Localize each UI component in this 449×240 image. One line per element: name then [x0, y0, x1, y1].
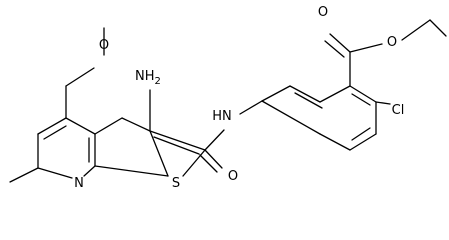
atom-label-ring-sulfur: S	[172, 176, 180, 191]
bond-line	[401, 19, 431, 41]
bond-line	[9, 167, 39, 183]
chemical-structure: N S O NH2 HN O O O Cl	[9, 5, 447, 191]
bond-line	[319, 85, 351, 103]
bond-line	[289, 85, 321, 103]
bond-line	[294, 92, 323, 109]
bond-line	[375, 101, 391, 105]
bond-line	[349, 43, 383, 53]
bond-line	[204, 149, 223, 169]
bond-line	[37, 167, 73, 179]
bond-line	[182, 149, 206, 177]
bond-line	[239, 100, 263, 115]
bond-line	[329, 33, 351, 53]
bond-line	[43, 125, 67, 140]
bond-line	[349, 85, 377, 103]
bond-line	[153, 136, 200, 155]
bond-line	[94, 117, 123, 135]
bond-line	[121, 117, 151, 132]
bond-line	[199, 154, 218, 173]
amino-subscript: 2	[155, 76, 161, 87]
bond-line	[324, 40, 345, 58]
bond-line	[65, 117, 96, 135]
bond-line	[351, 93, 371, 106]
bond-line	[65, 67, 95, 87]
bond-line	[351, 127, 371, 141]
atom-label-ring-nitrogen: N	[74, 176, 84, 191]
atom-label-amide-nh: HN	[212, 109, 232, 124]
bond-layer	[9, 19, 447, 183]
bond-line	[83, 165, 96, 177]
bond-line	[204, 129, 225, 151]
bond-line	[429, 19, 447, 37]
amino-text: NH	[135, 69, 155, 84]
bond-line	[149, 130, 206, 151]
bond-line	[261, 100, 321, 135]
bond-line	[261, 85, 291, 102]
bond-line	[149, 130, 169, 177]
atom-label-ester-ether-oxygen: O	[387, 35, 397, 50]
atom-label-ester-carbonyl-oxygen: O	[318, 5, 328, 20]
bond-line	[319, 133, 351, 151]
bond-line	[94, 165, 169, 177]
atom-label-chlorine: Cl	[392, 103, 405, 118]
bond-line	[349, 133, 377, 151]
bond-line	[37, 117, 67, 135]
atom-label-amide-oxygen: O	[228, 169, 238, 184]
atom-label-methoxy-oxygen: O	[99, 38, 109, 53]
atom-label-amino: NH2	[135, 69, 161, 87]
